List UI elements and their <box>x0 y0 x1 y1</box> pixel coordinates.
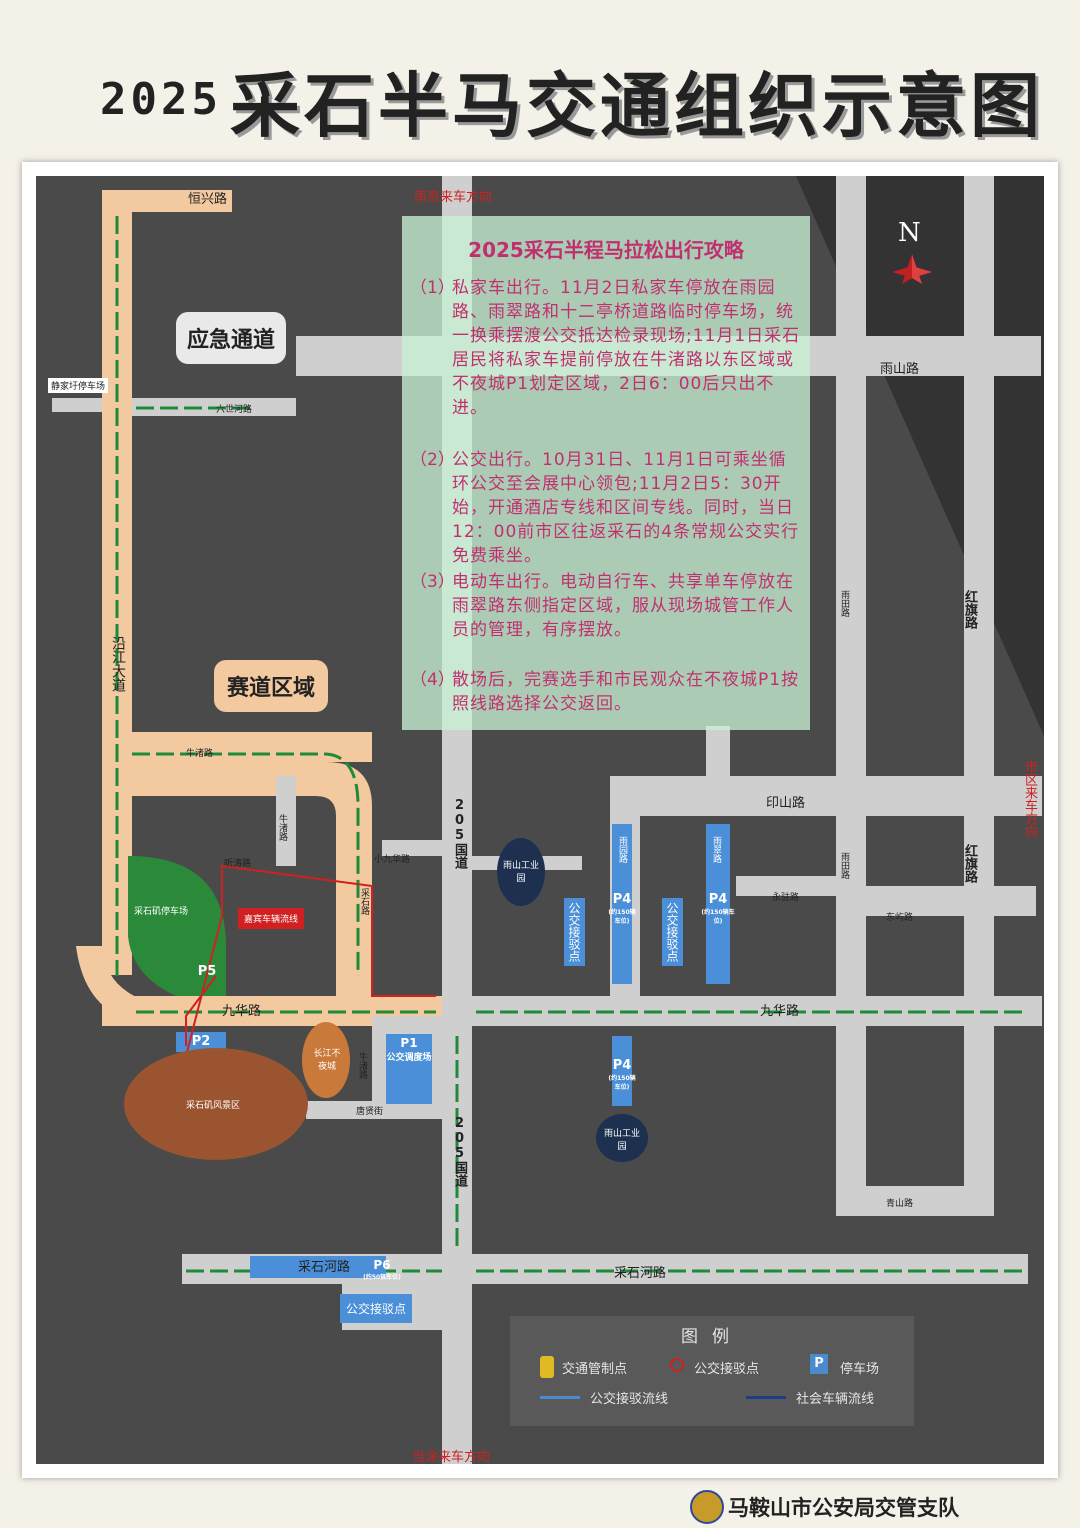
footer-text: 马鞍山市公安局交管支队 <box>728 1496 959 1520</box>
direction-east: 市区来车方向 <box>1022 760 1037 838</box>
info-text-1: 私家车出行。11月2日私家车停放在雨园路、雨翠路和十二亭桥道路临时停车场，统一换… <box>452 278 801 418</box>
road-caishi-v: 采石路 <box>359 888 369 915</box>
legend-control: 交通管制点 <box>562 1362 628 1377</box>
direction-south: 当涂来车方向 <box>412 1450 491 1464</box>
parking-p4b-label: P4 <box>708 892 728 907</box>
place-yushan-top: 雨山工业园 <box>502 861 539 884</box>
info-num-4: （4） <box>410 670 455 690</box>
road-binjiang: 沿江大道 <box>110 636 126 692</box>
place-park-area: 采石矶停车场 <box>134 907 189 917</box>
info-text-4: 散场后，完赛选手和市民观众在不夜城P1按照线路选择公交返回。 <box>452 670 800 714</box>
info-text-3: 电动车出行。电动自行车、共享单车停放在雨翠路东侧指定区域，服从现场城管工作人员的… <box>452 572 794 640</box>
road-liushi: 六世河路 <box>216 405 253 415</box>
bus-point-c: 公交接驳点 <box>340 1294 413 1323</box>
parking-p6-label: P6 <box>373 1258 391 1272</box>
road-yucui: 雨翠路 <box>711 836 721 863</box>
park-green <box>128 856 226 996</box>
parking-p4b: P4 (约150辆车位) <box>700 892 736 925</box>
parking-p1-label: P1 <box>400 1036 418 1050</box>
legend: 图例 交通管制点 公交接驳点 P 停车场 公交接驳流线 社会车辆流线 <box>510 1316 914 1426</box>
parking-p4a-sub: (约150辆车位) <box>608 909 636 925</box>
road-niuzhu-small: 牛渚路 <box>357 1052 367 1079</box>
bus-point-b: 公交接驳点 <box>662 898 683 966</box>
legend-title: 图例 <box>681 1327 743 1347</box>
road-yutian-mid: 雨田路 <box>839 852 849 879</box>
road-jiuhua-w: 九华路 <box>222 1004 262 1019</box>
road-jiuhua-e: 九华路 <box>760 1004 800 1019</box>
road-niuzhu-v: 牛渚路 <box>277 814 287 841</box>
yushan-circle-bot <box>596 1114 648 1162</box>
legend-bus-flow: 公交接驳流线 <box>590 1392 669 1407</box>
police-icon <box>540 1356 554 1378</box>
road-dongyu: 东屿路 <box>886 913 914 923</box>
place-yangtze: 长江不夜城 <box>313 1049 341 1072</box>
road-niuzhu: 牛渚路 <box>186 749 214 759</box>
parking-p4b-sub: (约150辆车位) <box>701 909 735 925</box>
legend-parking: 停车场 <box>840 1362 880 1377</box>
yangtze-ellipse <box>302 1022 350 1098</box>
callout-emergency: 应急通道 <box>176 312 286 364</box>
road-yinshan: 印山路 <box>766 796 806 811</box>
title-main: 采石半马交通组织示意图 <box>230 65 1044 147</box>
road-hengxing: 恒兴路 <box>188 192 228 207</box>
road-hongqi-top: 红旗路 <box>962 590 977 629</box>
road-yushan: 雨山路 <box>880 362 920 377</box>
road-hongqi-mid: 红旗路 <box>962 844 977 883</box>
info-panel: 2025采石半程马拉松出行攻略 （1） 私家车出行。11月2日私家车停放在雨园路… <box>402 216 810 730</box>
road-tangxian: 唐贤街 <box>356 1107 384 1117</box>
place-yushan-bot: 雨山工业园 <box>603 1129 640 1152</box>
road-yutian-top: 雨田路 <box>839 590 849 617</box>
parking-p6: P6 (约50辆车位) <box>362 1258 402 1281</box>
place-scenic: 采石矶风景区 <box>186 1101 241 1111</box>
legend-bus-stop: 公交接驳点 <box>694 1362 760 1377</box>
place-parking-left: 静家圩停车场 <box>48 378 109 393</box>
road-g205-top: 205国道 <box>452 798 467 869</box>
map-canvas: 恒兴路 南京来车方向 当涂来车方向 市区来车方向 N 应急通道 赛道区域 静家圩… <box>36 176 1044 1464</box>
road-caishihe-w: 采石河路 <box>298 1260 351 1275</box>
parking-icon: P <box>810 1354 828 1374</box>
parking-p5: P5 <box>197 964 217 979</box>
road-caishihe-e: 采石河路 <box>614 1266 667 1281</box>
info-title: 2025采石半程马拉松出行攻略 <box>468 238 744 262</box>
bus-point-a: 公交接驳点 <box>564 898 585 966</box>
compass-rose <box>892 254 932 284</box>
road-xilan: 听涛路 <box>224 859 252 869</box>
parking-p4c: P4 (约150辆车位) <box>606 1058 638 1091</box>
direction-north: 南京来车方向 <box>414 190 493 205</box>
legend-social-flow: 社会车辆流线 <box>796 1392 875 1407</box>
police-badge-icon <box>690 1490 724 1524</box>
parking-p4a: P4 (约150辆车位) <box>606 892 638 925</box>
bus-flow-arrow-icon <box>540 1396 580 1399</box>
road-xiaojiuhua: 小九华路 <box>374 855 411 865</box>
road-yuyuan: 雨园路 <box>617 836 627 863</box>
info-text-2: 公交出行。10月31日、11月1日可乘坐循环公交至会展中心领包;11月2日5：3… <box>452 450 800 566</box>
guest-red-route <box>185 864 436 1057</box>
parking-p2: P2 <box>191 1034 211 1049</box>
info-num-2: （2） <box>410 450 455 470</box>
dark-band <box>796 176 1044 776</box>
footer: 马鞍山市公安局交管支队 <box>690 1484 1050 1524</box>
parking-p4c-label: P4 <box>612 1058 632 1073</box>
parking-p4a-label: P4 <box>612 892 632 907</box>
bus-stop-icon <box>670 1358 684 1372</box>
title-year: 2025 <box>100 74 222 125</box>
road-yongzhu: 永驻路 <box>772 893 800 903</box>
social-flow-arrow-icon <box>746 1396 786 1399</box>
scenic-ellipse <box>124 1048 308 1160</box>
parking-p4c-sub: (约150辆车位) <box>608 1075 636 1091</box>
road-g205-bot: 205国道 <box>452 1116 467 1187</box>
parking-p1-sub: 公交调度场 <box>386 1053 432 1063</box>
info-num-1: （1） <box>410 278 455 298</box>
title-banner: 2025 采石半马交通组织示意图 <box>0 40 1080 150</box>
yushan-circle-top <box>497 838 545 906</box>
callout-race: 赛道区域 <box>214 660 328 712</box>
parking-p6-sub: (约50辆车位) <box>363 1274 401 1281</box>
place-guest-route: 嘉宾车辆流线 <box>238 908 305 929</box>
parking-p1: P1 公交调度场 <box>386 1036 432 1063</box>
compass-letter: N <box>898 218 921 248</box>
info-num-3: （3） <box>410 572 455 592</box>
road-qingshan: 青山路 <box>886 1199 914 1209</box>
